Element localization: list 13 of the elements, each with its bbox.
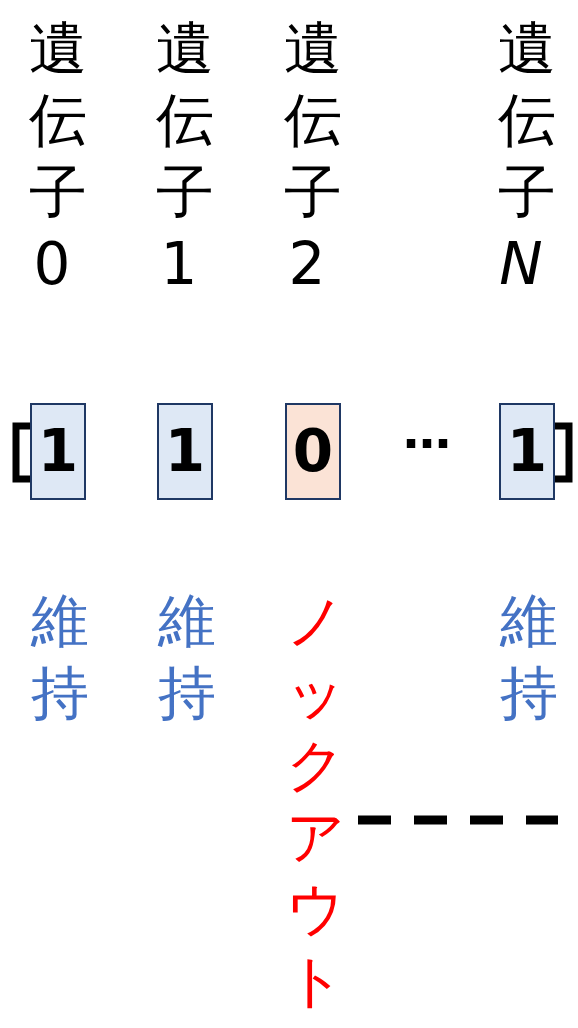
gene-label: 遺伝子2	[284, 13, 346, 300]
bit-box: 0	[285, 403, 341, 500]
bit-box: 1	[157, 403, 213, 500]
gene-label: 遺伝子1	[156, 13, 218, 300]
keep-label: 維持	[499, 586, 559, 729]
bit-box: 1	[499, 403, 555, 500]
gene-label: 遺伝子0	[29, 13, 91, 300]
keep-label: 維持	[157, 586, 217, 729]
bit-box: 1	[30, 403, 86, 500]
gene-label: 遺伝子N	[498, 13, 560, 300]
ellipsis: ⋯	[403, 418, 451, 468]
knockout-label: ノックアウト	[284, 586, 346, 1017]
keep-label: 維持	[30, 586, 90, 729]
